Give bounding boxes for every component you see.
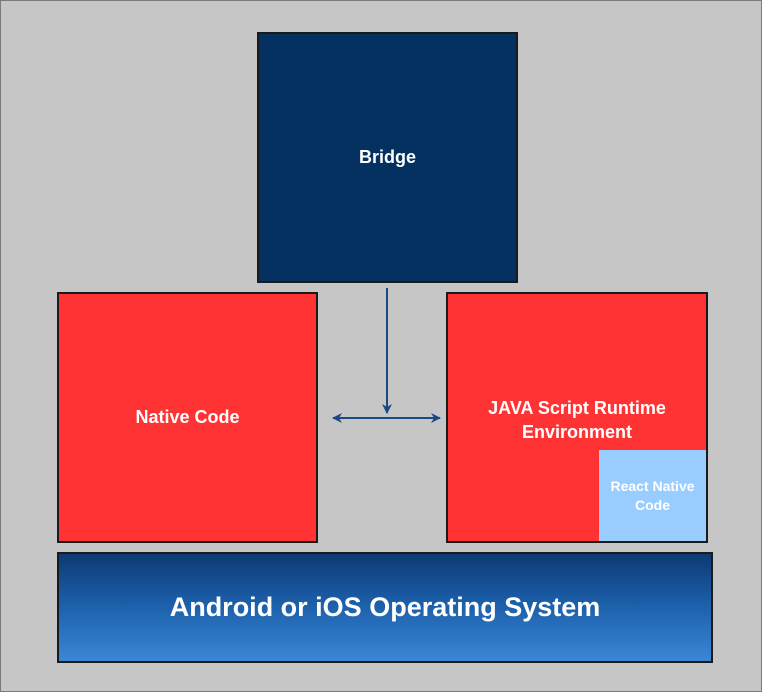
react-native-code-label: React Native Code (610, 477, 695, 513)
os-box: Android or iOS Operating System (57, 552, 713, 663)
os-label: Android or iOS Operating System (169, 592, 601, 622)
native-code-label: Native Code (135, 407, 240, 427)
native-code-box: Native Code (57, 292, 318, 543)
js-runtime-box: JAVA Script Runtime Environment React Na… (446, 292, 708, 543)
react-native-code-box: React Native Code (599, 450, 706, 541)
js-runtime-label-text: JAVA Script Runtime Environment (488, 398, 666, 442)
bridge-box: Bridge (257, 32, 518, 283)
js-runtime-label: JAVA Script Runtime Environment (448, 396, 706, 444)
bridge-label: Bridge (358, 147, 416, 167)
